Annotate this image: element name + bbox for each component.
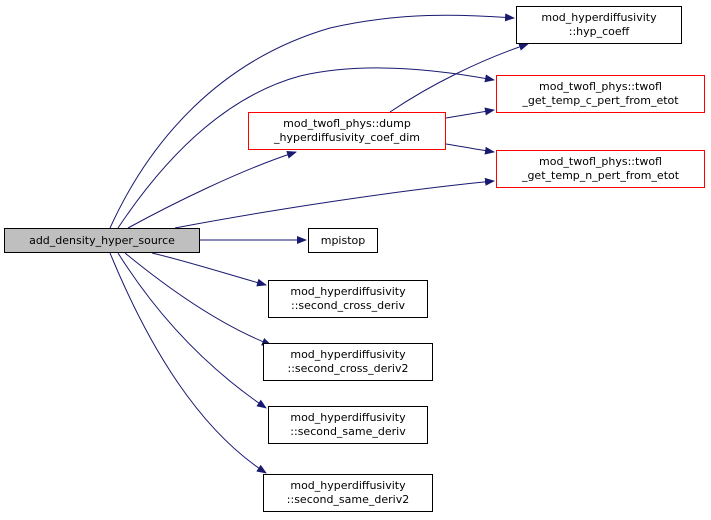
node-label-line2: ::hyp_coeff [568, 25, 630, 38]
node-label-line1: mod_hyperdiffusivity [541, 11, 657, 24]
node-second-cross-deriv2[interactable]: mod_hyperdiffusivity ::second_cross_deri… [263, 343, 433, 381]
edge-root-to-temp-c [117, 67, 495, 229]
node-label-line1: mod_hyperdiffusivity [290, 479, 406, 492]
node-label-line2: _get_temp_c_pert_from_etot [522, 94, 679, 107]
node-label-line2: _get_temp_n_pert_from_etot [521, 169, 680, 182]
node-label-line1: mod_hyperdiffusivity [290, 285, 406, 298]
node-label: add_density_hyper_source [29, 233, 175, 247]
edge-root-to-same [117, 252, 267, 409]
node-label-line1: mod_hyperdiffusivity [290, 348, 406, 361]
node-add-density-hyper-source: add_density_hyper_source [4, 228, 200, 253]
node-label-line1: mod_hyperdiffusivity [290, 411, 406, 424]
node-label-line2: ::second_cross_deriv [290, 299, 405, 312]
edge-dump-to-temp-c [445, 107, 495, 119]
node-label-line2: _hyperdiffusivity_coef_dim [274, 131, 420, 144]
node-second-same-deriv[interactable]: mod_hyperdiffusivity ::second_same_deriv [268, 406, 428, 444]
edge-root-to-dump [127, 150, 297, 229]
node-label-line1: mod_twofl_phys::dump [283, 117, 411, 130]
node-label-line2: ::second_same_deriv2 [286, 493, 410, 506]
edge-root-to-hyp-coeff [109, 13, 515, 229]
node-get-temp-c-pert-from-etot[interactable]: mod_twofl_phys::twofl _get_temp_c_pert_f… [496, 75, 705, 113]
edge-root-to-cross2 [124, 252, 272, 346]
node-second-cross-deriv[interactable]: mod_hyperdiffusivity ::second_cross_deri… [268, 280, 428, 318]
node-second-same-deriv2[interactable]: mod_hyperdiffusivity ::second_same_deriv… [263, 474, 433, 512]
node-mpistop[interactable]: mpistop [308, 228, 378, 253]
node-get-temp-n-pert-from-etot[interactable]: mod_twofl_phys::twofl _get_temp_n_pert_f… [496, 150, 705, 188]
edge-dump-to-temp-n [445, 143, 495, 155]
node-label-line2: ::second_cross_deriv2 [287, 362, 409, 375]
edge-root-to-temp-n [174, 177, 495, 229]
node-label: mpistop [320, 233, 366, 247]
edge-dump-to-hyp-coeff [389, 43, 529, 113]
node-dump-hyperdiffusivity-coef-dim[interactable]: mod_twofl_phys::dump _hyperdiffusivity_c… [248, 112, 446, 150]
node-label-line1: mod_twofl_phys::twofl [539, 80, 662, 93]
node-label-line2: ::second_same_deriv [290, 425, 406, 438]
node-hyp-coeff[interactable]: mod_hyperdiffusivity ::hyp_coeff [516, 6, 682, 44]
edge-root-to-same2 [109, 252, 267, 474]
node-label-line1: mod_twofl_phys::twofl [539, 155, 662, 168]
edge-root-to-cross [151, 252, 267, 287]
